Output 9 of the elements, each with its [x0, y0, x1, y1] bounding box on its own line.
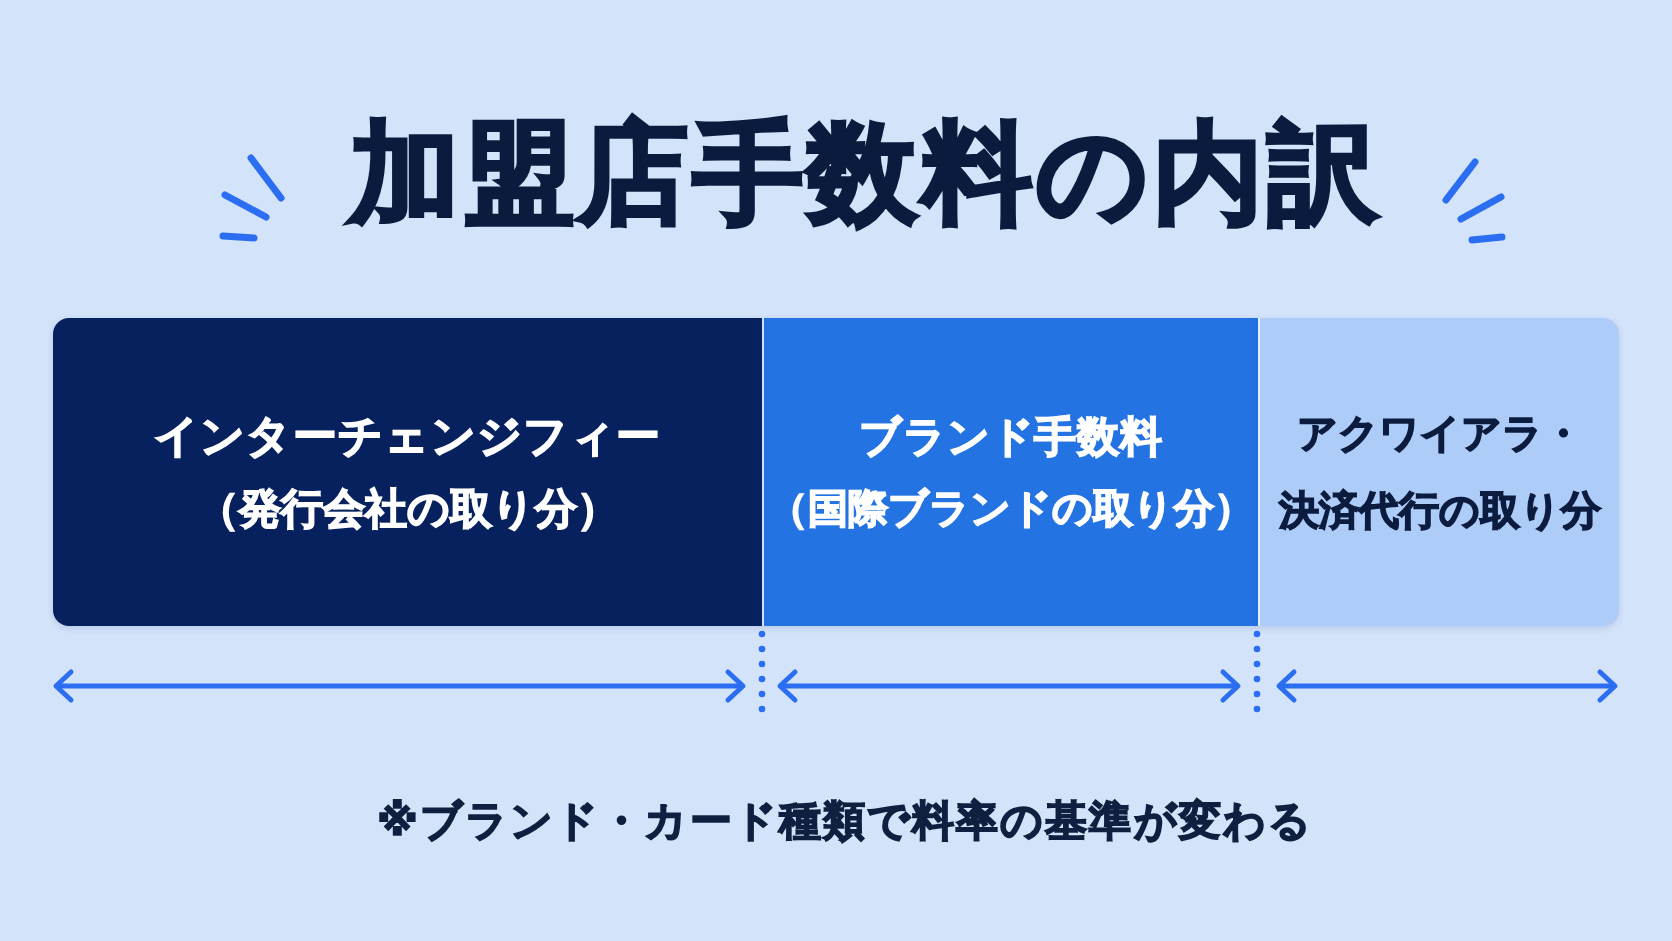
segment-sublabel: （国際ブランドの取り分）: [768, 484, 1254, 534]
footnote: ※ブランド・カード種類で料率の基準が変わる: [377, 800, 1313, 842]
segment-sublabel: （発行会社の取り分）: [196, 483, 619, 536]
segment-label: アクワイアラ・決済代行の取り分: [1277, 409, 1602, 535]
segment-label: ブランド手数料: [859, 410, 1163, 463]
bar-segment: [762, 318, 1258, 626]
bar-segment: [53, 318, 762, 626]
bar-segment: [1258, 318, 1619, 626]
segment-label: インターチェンジフィー: [153, 409, 662, 464]
